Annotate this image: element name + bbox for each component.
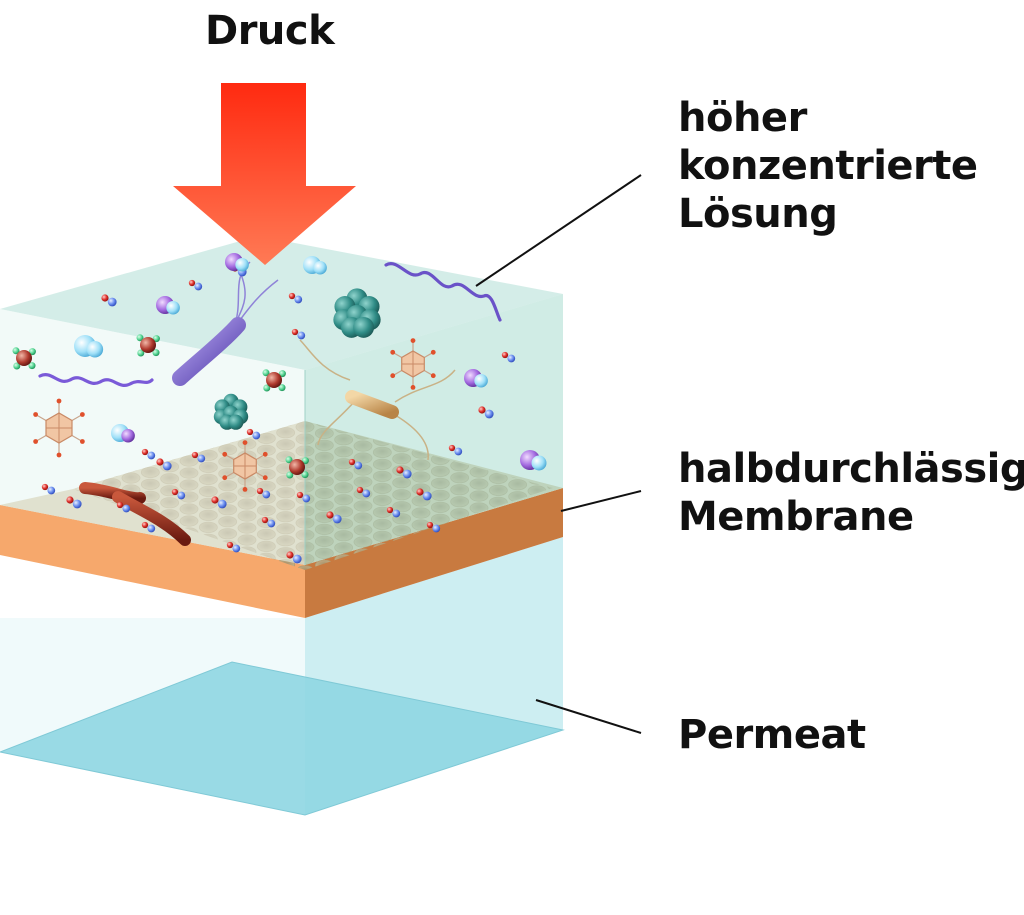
ion-icon [74, 335, 104, 358]
molecule-icon [285, 456, 309, 479]
water-molecule-icon [101, 294, 117, 307]
ion-icon [156, 296, 180, 315]
organic-chain-icon [384, 262, 502, 322]
water-molecule-icon [288, 292, 303, 304]
leader-line-membrane [560, 490, 642, 512]
water-molecule-icon [246, 428, 261, 440]
organic-chain-icon [38, 373, 154, 387]
feed-label-line-3: Lösung [678, 191, 838, 237]
water-molecule-icon [226, 541, 241, 553]
water-molecule-icon [386, 506, 401, 518]
water-molecule-icon [156, 458, 172, 471]
water-molecule-icon [286, 551, 302, 564]
molecule-icon [12, 347, 36, 370]
water-molecule-icon [191, 451, 206, 463]
water-molecule-icon [256, 487, 271, 499]
molecule-icon [136, 334, 160, 357]
water-molecule-icon [356, 486, 371, 498]
permeate-compartment [0, 537, 565, 816]
water-molecule-icon [211, 496, 227, 509]
water-molecule-icon [116, 501, 131, 513]
water-molecule-icon [296, 491, 311, 503]
water-molecule-icon [348, 458, 363, 470]
virus-icon [33, 398, 85, 458]
protein-cluster-icon [213, 393, 249, 430]
ion-icon [303, 256, 327, 275]
water-molecule-icon [448, 444, 463, 456]
water-molecule-icon [501, 351, 516, 363]
water-molecule-icon [478, 406, 494, 419]
ion-icon [111, 424, 135, 443]
bacterium-icon [112, 491, 191, 546]
virus-icon [390, 338, 436, 390]
water-molecule-icon [261, 516, 276, 528]
water-molecule-icon [188, 279, 203, 291]
water-molecule-icon [396, 466, 412, 479]
molecule-icon [262, 369, 286, 392]
leader-line-permeate [535, 699, 642, 734]
virus-icon [222, 440, 268, 492]
water-molecule-icon [171, 488, 186, 500]
water-molecule-icon [141, 448, 156, 460]
water-molecule-icon [41, 483, 56, 495]
feed-label-line-1: höher [678, 95, 807, 141]
water-molecule-icon [426, 521, 441, 533]
membrane-label-line-1: halbdurchlässige [678, 446, 1024, 492]
pressure-arrow [173, 83, 356, 265]
leader-line-feed [475, 174, 642, 287]
bacterium-icon [172, 317, 246, 386]
permeate-label: Permeat [678, 712, 866, 758]
feed-label-line-2: konzentrierte [678, 143, 978, 189]
membrane-label: halbdurchlässige Membrane [678, 445, 1024, 541]
water-molecule-icon [141, 521, 156, 533]
ion-icon [225, 253, 249, 272]
bacterium-icon [345, 390, 399, 419]
leader-lines [475, 174, 642, 734]
pressure-label: Druck [205, 8, 335, 54]
membrane-label-line-2: Membrane [678, 494, 914, 540]
water-molecule-icon [291, 328, 306, 340]
water-molecule-icon [416, 488, 432, 501]
feed-solution-label: höher konzentrierte Lösung [678, 94, 978, 238]
particles [12, 253, 547, 564]
water-molecule-icon [66, 496, 82, 509]
ion-icon [464, 369, 488, 388]
ion-icon [520, 450, 547, 471]
water-molecule-icon [326, 511, 342, 524]
protein-cluster-icon [333, 288, 381, 338]
